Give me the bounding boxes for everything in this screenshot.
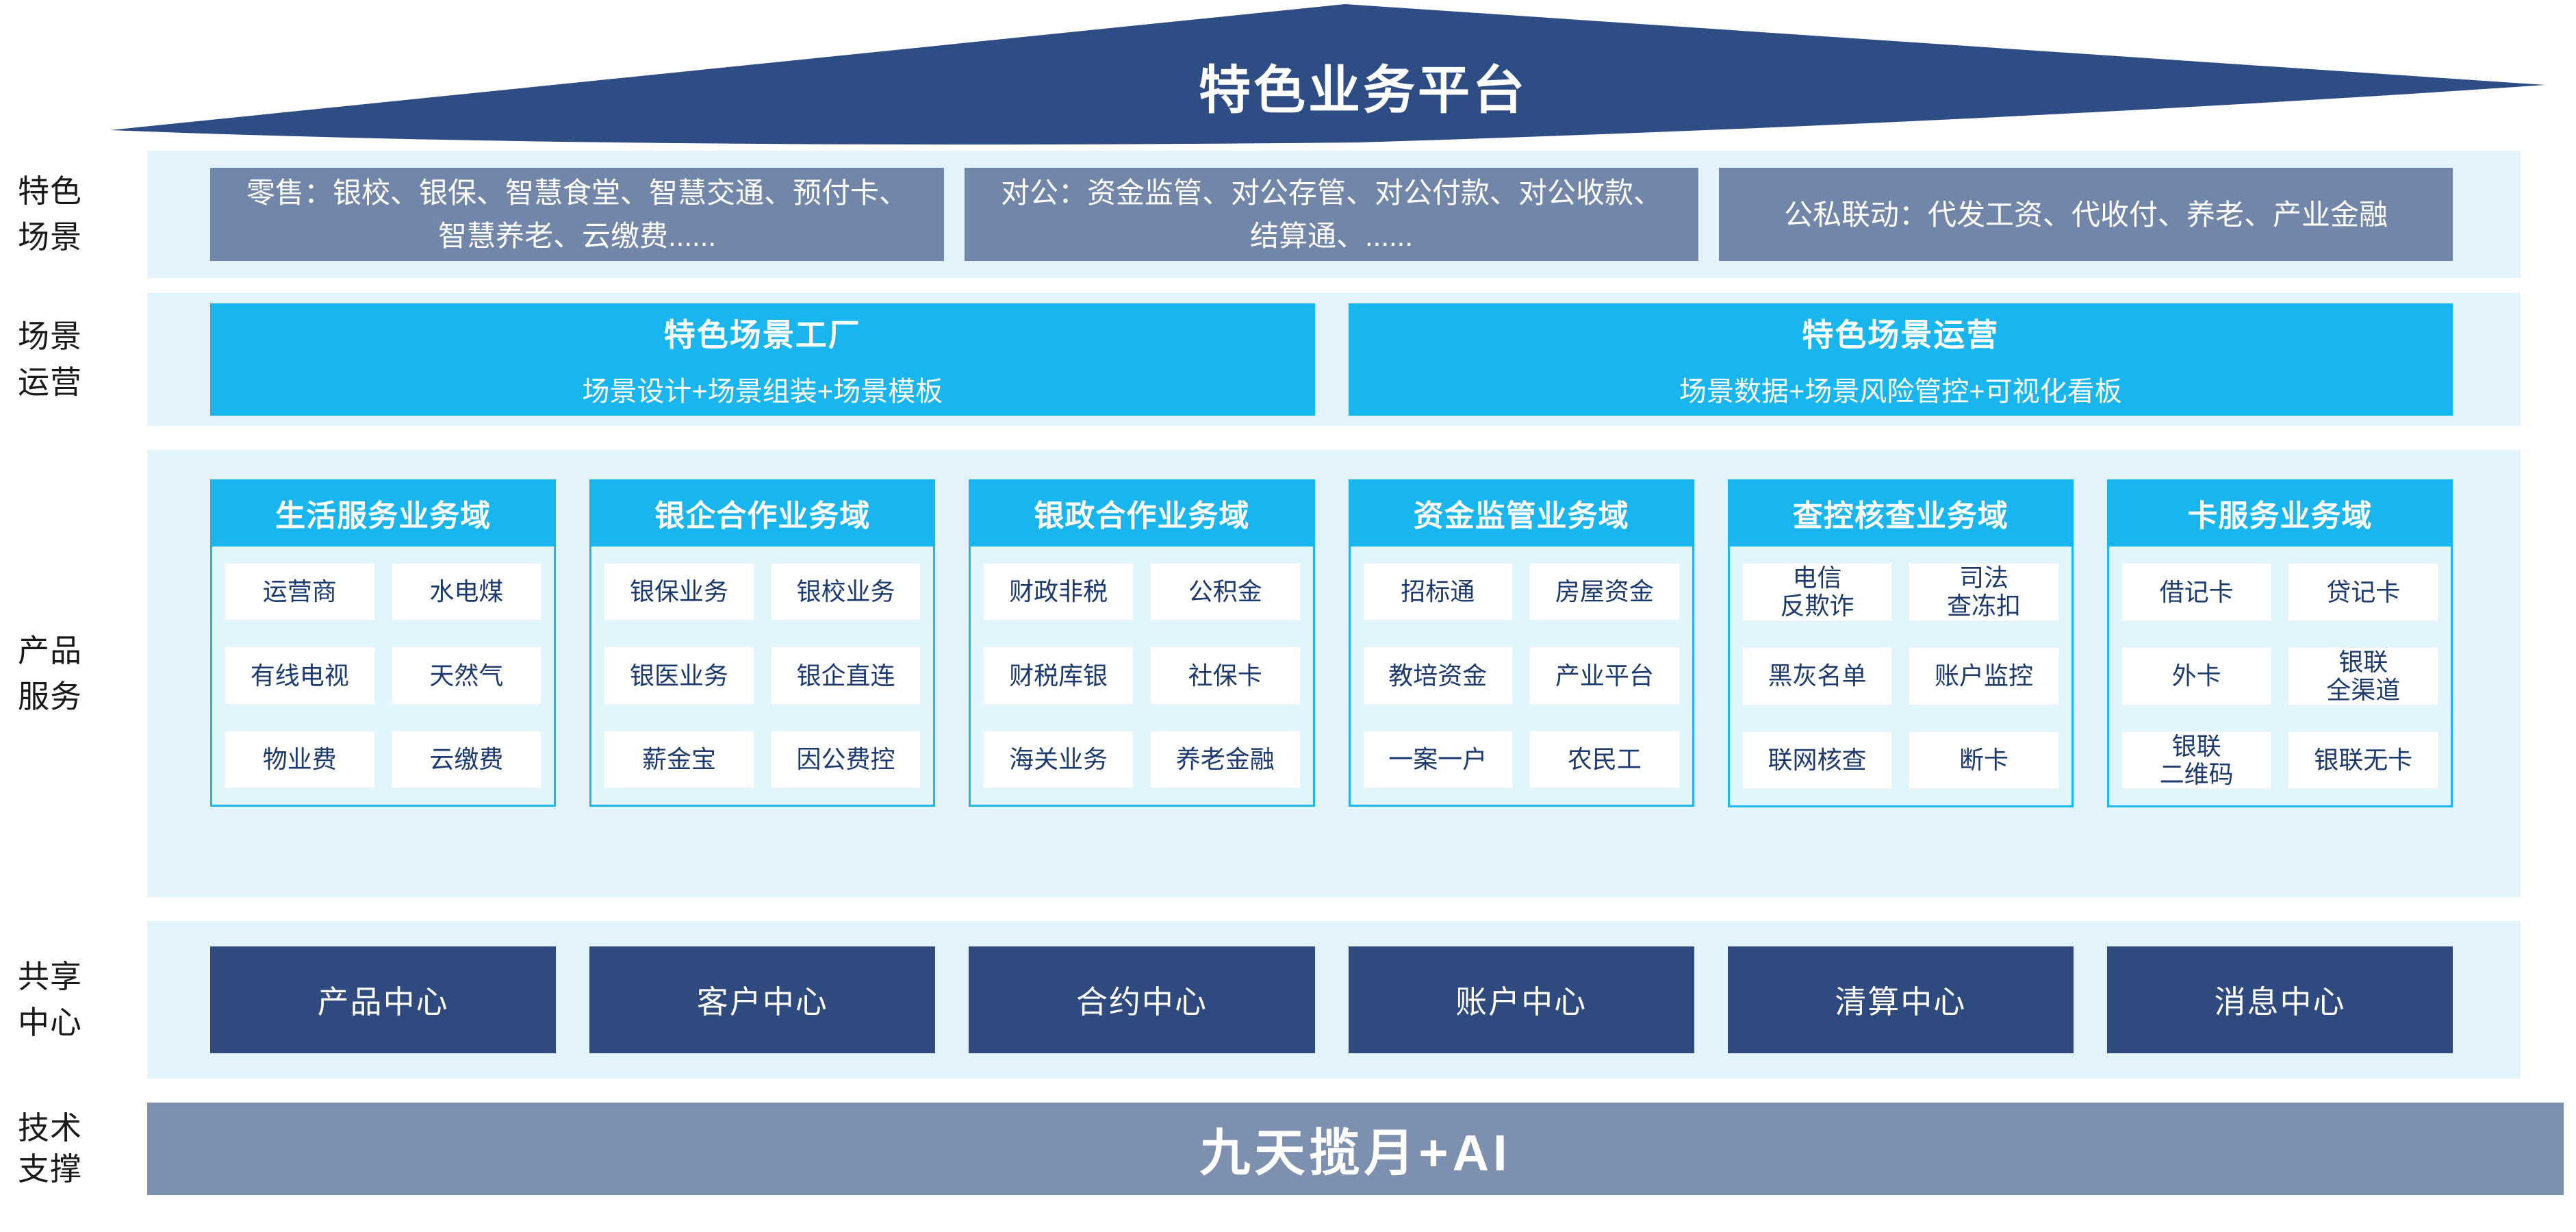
domain-cell: 联网核查 (1742, 731, 1893, 790)
roof-shape (110, 4, 2545, 145)
domain-cell: 海关业务 (983, 730, 1134, 788)
domain-cell: 运营商 (225, 563, 375, 621)
domain-cell: 物业费 (225, 730, 375, 788)
operation-box-factory: 特色场景工厂 场景设计+场景组装+场景模板 (210, 303, 1315, 416)
scenario-box-public-private: 公私联动：代发工资、代收付、养老、产业金融 (1719, 168, 2453, 261)
platform-title: 特色业务平台 (1199, 62, 1527, 120)
domain-cell: 账户监控 (1909, 646, 2059, 705)
domain-cell: 银联 二维码 (2121, 731, 2272, 790)
center-box-message: 消息中心 (2106, 946, 2453, 1053)
shared-centers-band: 产品中心 客户中心 合约中心 账户中心 清算中心 消息中心 (147, 921, 2521, 1079)
domain-cell: 社保卡 (1149, 646, 1301, 705)
domain-cell: 产业平台 (1529, 646, 1680, 705)
domain-header: 查控核查业务域 (1727, 479, 2074, 546)
domain-column-fund-supervision: 资金监管业务域 招标通 房屋资金 教培资金 产业平台 一案一户 农民工 (1348, 479, 1694, 807)
side-label-products: 产品 服务 (18, 632, 82, 714)
scenario-box-retail: 零售：银校、银保、智慧食堂、智慧交通、预付卡、智慧养老、云缴费...... (210, 168, 944, 261)
operation-box-title: 特色场景工厂 (663, 316, 861, 353)
domain-header: 卡服务业务域 (2106, 479, 2453, 546)
tech-support-bar: 九天揽月+AI (147, 1103, 2564, 1195)
domain-cell: 因公费控 (770, 730, 921, 788)
domain-cell: 一案一户 (1362, 730, 1514, 788)
products-band: 生活服务业务域 运营商 水电煤 有线电视 天然气 物业费 云缴费 银企合作业务域… (147, 450, 2521, 897)
scenario-band: 零售：银校、银保、智慧食堂、智慧交通、预付卡、智慧养老、云缴费...... 对公… (147, 151, 2521, 278)
domain-column-inquiry-control: 查控核查业务域 电信 反欺诈 司法 查冻扣 黑灰名单 账户监控 联网核查 断卡 (1727, 479, 2074, 808)
domain-column-bank-enterprise: 银企合作业务域 银保业务 银校业务 银医业务 银企直连 薪金宝 因公费控 (589, 479, 936, 807)
side-label-scenario: 特色 场景 (18, 173, 82, 255)
domain-cell: 财税库银 (983, 646, 1134, 705)
operation-box-ops: 特色场景运营 场景数据+场景风险管控+可视化看板 (1348, 303, 2453, 416)
domain-cell: 云缴费 (391, 730, 542, 788)
domain-cell: 外卡 (2121, 646, 2272, 705)
domain-cell: 水电煤 (391, 563, 542, 621)
domain-column-card-services: 卡服务业务域 借记卡 贷记卡 外卡 银联 全渠道 银联 二维码 银联无卡 (2106, 479, 2453, 808)
center-box-product: 产品中心 (210, 946, 557, 1053)
domain-header: 生活服务业务域 (210, 479, 557, 546)
domain-body: 银保业务 银校业务 银医业务 银企直连 薪金宝 因公费控 (589, 546, 936, 807)
center-box-account: 账户中心 (1348, 946, 1694, 1053)
domain-cell: 农民工 (1529, 730, 1680, 788)
domain-cell: 银联无卡 (2288, 731, 2439, 790)
domain-cell: 贷记卡 (2288, 563, 2439, 621)
operation-band: 特色场景工厂 场景设计+场景组装+场景模板 特色场景运营 场景数据+场景风险管控… (147, 292, 2521, 426)
domain-cell: 教培资金 (1362, 646, 1514, 705)
domain-cell: 借记卡 (2121, 563, 2272, 621)
domain-body: 借记卡 贷记卡 外卡 银联 全渠道 银联 二维码 银联无卡 (2106, 546, 2453, 808)
operation-box-subtitle: 场景数据+场景风险管控+可视化看板 (1679, 376, 2122, 407)
domain-cell: 房屋资金 (1529, 563, 1680, 621)
center-box-customer: 客户中心 (589, 946, 936, 1053)
domain-header: 银企合作业务域 (589, 479, 936, 546)
domain-cell: 电信 反欺诈 (1742, 563, 1893, 621)
domain-body: 电信 反欺诈 司法 查冻扣 黑灰名单 账户监控 联网核查 断卡 (1727, 546, 2074, 808)
domain-cell: 公积金 (1149, 563, 1301, 621)
domain-cell: 银医业务 (604, 646, 754, 705)
scenario-box-corporate: 对公：资金监管、对公存管、对公付款、对公收款、结算通、...... (965, 168, 1698, 261)
operation-box-title: 特色场景运营 (1802, 316, 2000, 353)
domain-cell: 养老金融 (1149, 730, 1301, 788)
domain-cell: 招标通 (1362, 563, 1514, 621)
domain-body: 运营商 水电煤 有线电视 天然气 物业费 云缴费 (210, 546, 557, 807)
domain-column-bank-government: 银政合作业务域 财政非税 公积金 财税库银 社保卡 海关业务 养老金融 (969, 479, 1315, 807)
domain-cell: 银联 全渠道 (2288, 646, 2439, 705)
domain-cell: 薪金宝 (604, 730, 754, 788)
side-label-operation: 场景 运营 (18, 318, 82, 400)
domain-cell: 财政非税 (983, 563, 1134, 621)
domain-cell: 天然气 (391, 646, 542, 705)
center-box-clearing: 清算中心 (1727, 946, 2074, 1053)
domain-column-life-services: 生活服务业务域 运营商 水电煤 有线电视 天然气 物业费 云缴费 (210, 479, 557, 807)
operation-box-subtitle: 场景设计+场景组装+场景模板 (582, 376, 943, 407)
domain-body: 招标通 房屋资金 教培资金 产业平台 一案一户 农民工 (1348, 546, 1694, 807)
domain-cell: 有线电视 (225, 646, 375, 705)
domain-header: 银政合作业务域 (969, 479, 1315, 546)
domain-body: 财政非税 公积金 财税库银 社保卡 海关业务 养老金融 (969, 546, 1315, 807)
domain-cell: 司法 查冻扣 (1909, 563, 2059, 621)
domain-cell: 断卡 (1909, 731, 2059, 790)
domain-cell: 银保业务 (604, 563, 754, 621)
domain-cell: 黑灰名单 (1742, 646, 1893, 705)
center-box-contract: 合约中心 (969, 946, 1315, 1053)
side-label-shared: 共享 中心 (18, 959, 82, 1040)
domain-cell: 银企直连 (770, 646, 921, 705)
domain-cell: 银校业务 (770, 563, 921, 621)
domain-header: 资金监管业务域 (1348, 479, 1694, 546)
side-label-tech: 技术 支撑 (18, 1109, 82, 1187)
